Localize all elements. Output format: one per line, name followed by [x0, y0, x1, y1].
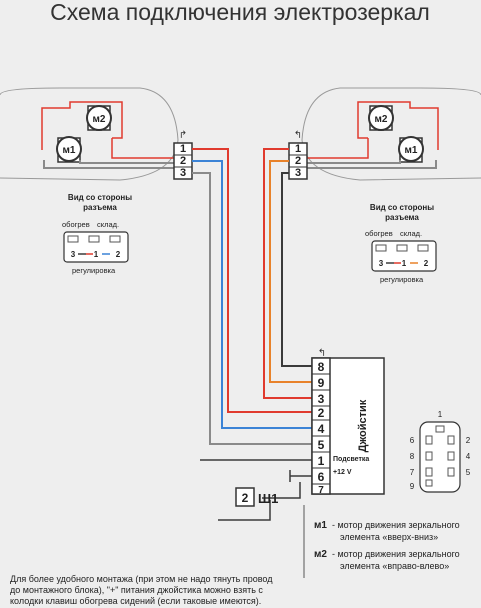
left-motor-m2: м2	[86, 105, 112, 131]
legend-key-m1: м1	[314, 520, 327, 531]
note-line-1: Для более удобного монтажа (при этом не …	[10, 574, 273, 584]
joystick-block: ↰ 8 9 3 2 4 5 1 6 7 Джойстик Подсветка +…	[311, 348, 385, 496]
right-pin-3: 3	[295, 167, 301, 179]
left-m2-label: м2	[93, 114, 106, 125]
legend-m2-line1: - мотор движения зеркального	[332, 549, 460, 559]
joystick-pin-2: 2	[318, 406, 325, 420]
legend-m2-line2: элемента «вправо-влево»	[340, 561, 449, 571]
connector-view-left-heading-1: Вид со стороны	[68, 193, 132, 202]
right-motor-m2: м2	[368, 105, 394, 131]
connector-view-right-heating: обогрев	[365, 229, 393, 238]
pinout-left-2: 8	[410, 452, 415, 461]
pinout-right-2: 4	[466, 452, 471, 461]
pinout-right-1: 2	[466, 436, 471, 445]
legend-m1-line2: элемента «вверх-вниз»	[340, 532, 438, 542]
connector-view-left-pin-1: 1	[94, 250, 99, 259]
joystick-pin-7: 7	[318, 485, 324, 496]
connector-view-right-heading-1: Вид со стороны	[370, 203, 434, 212]
legend: м1 - мотор движения зеркального элемента…	[303, 505, 460, 578]
connector-view-left-heading-2: разъема	[83, 203, 117, 212]
connector-view-right-pin-2: 2	[424, 259, 429, 268]
joystick-pin-1: 1	[318, 454, 325, 468]
left-motor-m1: м1	[56, 136, 82, 163]
joystick-arrow-icon: ↰	[318, 348, 326, 359]
right-motor-m1: м1	[398, 136, 424, 163]
legend-m1-line1: - мотор движения зеркального	[332, 520, 460, 530]
note-line-3: колодки клавиш обогрева сидений (если та…	[10, 596, 261, 606]
joystick-label: Джойстик	[357, 399, 369, 452]
left-mirror: м2 м1 3 2 1 ↱	[41, 101, 193, 180]
connector-view-left-heating: обогрев	[62, 220, 90, 229]
connector-view-right-adjustment: регулировка	[380, 275, 424, 284]
joystick-pin-lines	[312, 373, 330, 485]
right-connector-arrow-icon: ↰	[294, 130, 302, 141]
left-pin-3: 3	[180, 167, 186, 179]
left-mirror-housing	[0, 87, 179, 181]
joystick-pin-9: 9	[318, 376, 325, 390]
joystick-pin-4: 4	[318, 422, 325, 436]
connector-view-left: Вид со стороны разъема обогрев склад. 3 …	[62, 193, 132, 275]
pinout-right-3: 5	[466, 468, 471, 477]
connector-view-right-folding: склад.	[400, 229, 422, 238]
right-m2-label: м2	[375, 114, 388, 125]
note: Для более удобного монтажа (при этом не …	[10, 574, 273, 606]
wires	[192, 148, 312, 521]
left-m1-label: м1	[63, 145, 76, 156]
joystick-pin-3: 3	[318, 392, 325, 406]
joystick-pin-8: 8	[318, 360, 325, 374]
left-pin-2: 2	[180, 155, 186, 167]
joystick-backlight-label: Подсветка	[333, 456, 369, 463]
right-mirror: м2 м1 3 2 1 ↰	[288, 101, 439, 180]
right-pin-2: 2	[295, 155, 301, 167]
pinout-left-1: 6	[410, 436, 415, 445]
connector-view-left-pin-3: 3	[71, 250, 76, 259]
connector-view-left-adjustment: регулировка	[72, 266, 116, 275]
joystick-pin-6: 6	[318, 470, 325, 484]
right-mirror-housing	[301, 87, 481, 181]
left-connector-arrow-icon: ↱	[179, 130, 187, 141]
note-line-2: до монтажного блока), "+" питания джойст…	[10, 585, 263, 595]
connector-view-left-pin-2: 2	[116, 250, 121, 259]
pinout-left-3: 9	[410, 482, 415, 491]
connector-view-right: Вид со стороны разъема обогрев склад. 3 …	[365, 203, 437, 284]
pinout-left-bottom: 7	[410, 468, 415, 477]
right-pin-1: 1	[295, 143, 301, 155]
plug-sh1-pin: 2	[242, 491, 249, 505]
joystick-plus12-label: +12 V	[333, 469, 352, 476]
right-m1-label: м1	[405, 145, 418, 156]
pinout-top-label: 1	[438, 410, 443, 419]
left-pin-1: 1	[180, 143, 186, 155]
joystick-pin-5: 5	[318, 438, 325, 452]
plug-sh1-name: Ш1	[258, 491, 278, 506]
right-connector: 3 2 1 ↰	[288, 130, 308, 180]
connector-view-left-folding: склад.	[97, 220, 119, 229]
connector-view-right-pin-3: 3	[379, 259, 384, 268]
joystick-pinout: 1 6 8 9 7 2 4 5	[410, 410, 471, 493]
plug-sh1: 2 Ш1	[235, 487, 278, 507]
connector-view-right-heading-2: разъема	[385, 213, 419, 222]
left-connector: 3 2 1 ↱	[173, 130, 193, 180]
connector-view-right-pin-1: 1	[402, 259, 407, 268]
legend-key-m2: м2	[314, 549, 327, 560]
page-title: Схема подключения электрозеркал	[50, 0, 430, 25]
